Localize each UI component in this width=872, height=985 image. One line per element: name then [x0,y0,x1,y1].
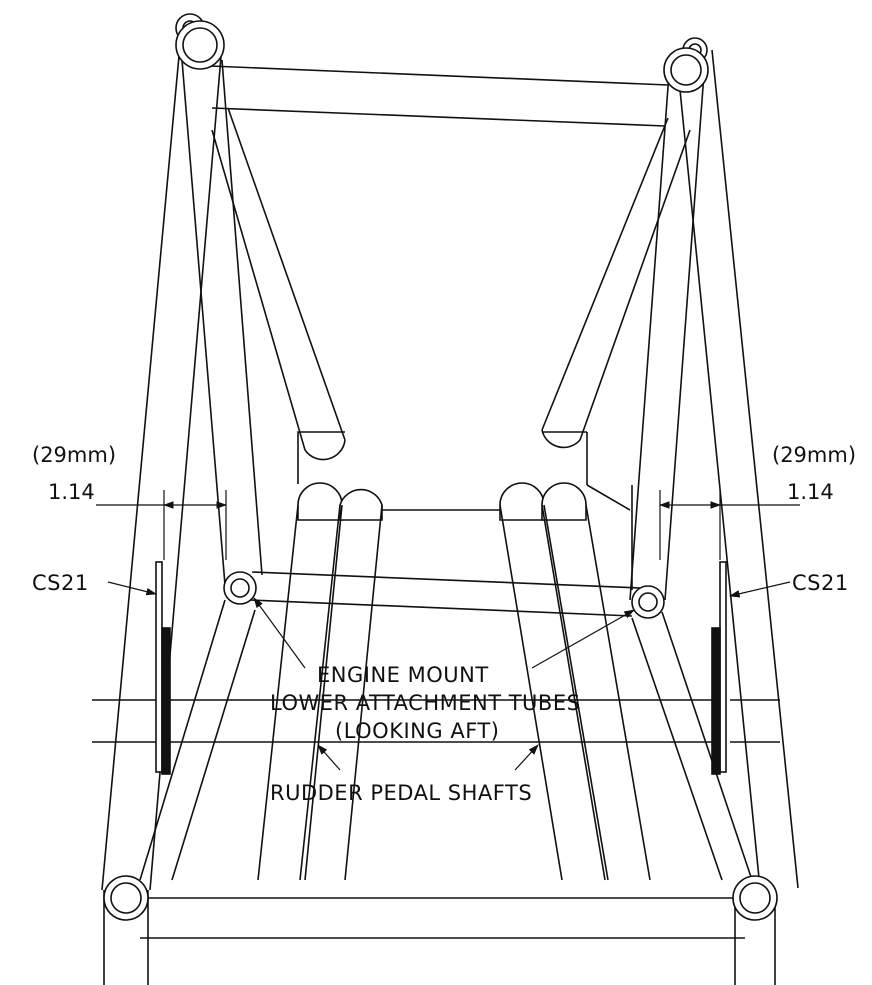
dim-right-metric: (29mm) [772,443,856,467]
bottom-cross-tube [103,890,776,985]
rudder-pedal-shafts [92,699,780,743]
engine-mount-label: ENGINE MOUNT [317,663,489,687]
cs21-label-left: CS21 [32,571,89,595]
dim-left-metric: (29mm) [32,443,116,467]
cs21-plates [155,561,727,775]
floor-tubes [257,482,651,881]
lower-attachment-tubes-label: LOWER ATTACHMENT TUBES [270,691,580,715]
dim-left-imperial: 1.14 [48,480,95,504]
dimension-right: (29mm) 1.14 [658,443,856,560]
dim-right-imperial: 1.14 [787,480,834,504]
top-cross-tube [209,65,669,127]
looking-aft-label: (LOOKING AFT) [335,719,499,743]
outer-longerons [101,44,799,891]
dimension-left: (29mm) 1.14 [32,443,228,560]
lower-cross-tube [139,571,753,881]
tube-ends [103,13,778,921]
rudder-pedal-shafts-label: RUDDER PEDAL SHAFTS [270,781,532,805]
leader-lines [107,581,791,771]
center-plate [297,431,633,590]
cs21-label-right: CS21 [792,571,849,595]
diagonal-braces [211,107,691,461]
side-tubes [181,59,706,601]
